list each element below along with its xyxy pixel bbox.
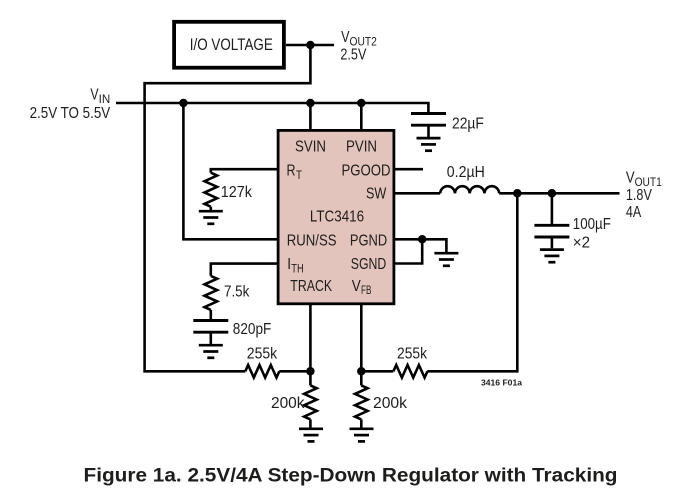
svg-text:×2: ×2: [573, 234, 590, 251]
svg-text:OUT2: OUT2: [350, 36, 377, 48]
svg-text:LTC3416: LTC3416: [310, 208, 364, 225]
svg-text:PGOOD: PGOOD: [342, 163, 391, 180]
svg-text:PGND: PGND: [350, 232, 387, 249]
svg-text:R: R: [287, 163, 296, 180]
svg-text:3416 F01a: 3416 F01a: [481, 379, 523, 388]
svg-text:SVIN: SVIN: [295, 139, 326, 156]
svg-text:SW: SW: [366, 186, 387, 203]
svg-text:Figure 1a. 2.5V/4A Step-Down R: Figure 1a. 2.5V/4A Step-Down Regulator w…: [84, 466, 618, 487]
svg-text:1.8V: 1.8V: [626, 187, 652, 204]
svg-text:0.2µH: 0.2µH: [447, 164, 485, 181]
svg-text:255k: 255k: [397, 345, 428, 362]
svg-text:OUT1: OUT1: [635, 177, 662, 189]
svg-text:I/O VOLTAGE: I/O VOLTAGE: [190, 36, 273, 54]
svg-text:V: V: [626, 170, 635, 187]
svg-text:RUN/SS: RUN/SS: [287, 232, 337, 249]
svg-text:2.5V TO 5.5V: 2.5V TO 5.5V: [30, 105, 111, 122]
svg-text:TH: TH: [291, 263, 303, 275]
svg-text:I: I: [287, 256, 291, 273]
svg-text:SGND: SGND: [351, 256, 387, 273]
svg-text:7.5k: 7.5k: [224, 284, 250, 301]
svg-text:255k: 255k: [247, 345, 278, 362]
svg-text:TRACK: TRACK: [290, 278, 332, 295]
svg-text:200k: 200k: [373, 395, 408, 412]
svg-text:PVIN: PVIN: [346, 139, 377, 156]
svg-text:4A: 4A: [626, 204, 642, 221]
svg-text:100µF: 100µF: [573, 216, 611, 233]
svg-text:FB: FB: [361, 285, 372, 297]
svg-text:200k: 200k: [271, 395, 305, 412]
svg-text:T: T: [296, 170, 302, 182]
svg-text:127k: 127k: [221, 184, 253, 201]
svg-text:2.5V: 2.5V: [340, 47, 366, 64]
svg-text:820pF: 820pF: [233, 321, 272, 338]
svg-text:V: V: [352, 278, 361, 295]
svg-text:V: V: [341, 29, 350, 46]
svg-text:V: V: [90, 87, 98, 104]
svg-text:IN: IN: [99, 94, 111, 106]
svg-text:22µF: 22µF: [452, 115, 484, 132]
